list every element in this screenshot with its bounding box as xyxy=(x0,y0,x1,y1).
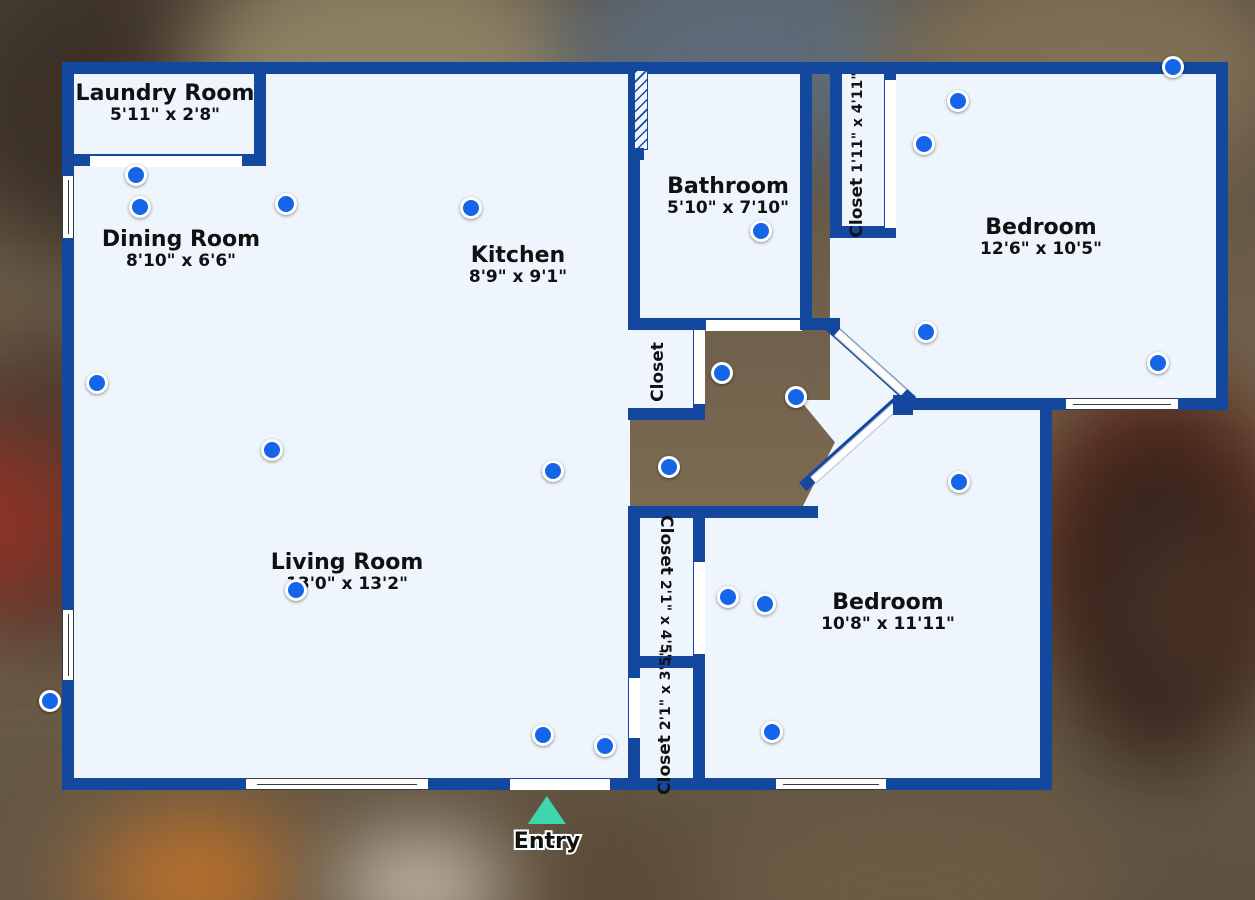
hotspot-dot[interactable] xyxy=(761,721,783,743)
wall-exterior-right-lower xyxy=(1040,410,1052,790)
wall-closet1-left xyxy=(830,72,842,238)
wall-closet3-bottom xyxy=(628,656,705,668)
hotspot-dot[interactable] xyxy=(532,724,554,746)
hotspot-dot[interactable] xyxy=(711,362,733,384)
door-opening-closet2[interactable] xyxy=(694,330,705,404)
wall-exterior-left xyxy=(62,62,74,790)
hotspot-dot[interactable] xyxy=(785,386,807,408)
hotspot-dot[interactable] xyxy=(261,439,283,461)
hotspot-dot[interactable] xyxy=(750,220,772,242)
wall-exterior-top-right xyxy=(640,62,1228,74)
wall-exterior-top-left xyxy=(62,62,640,74)
window-left-upper xyxy=(62,176,74,238)
hotspot-dot[interactable] xyxy=(915,321,937,343)
hotspot-dot[interactable] xyxy=(594,735,616,757)
wall-diagonal-joint xyxy=(893,395,913,415)
window-left-lower xyxy=(62,610,74,680)
window-bedroom1-bottom xyxy=(1066,398,1178,410)
wall-closet1-bottom xyxy=(830,226,896,238)
hotspot-dot[interactable] xyxy=(460,197,482,219)
hotspot-dot[interactable] xyxy=(658,456,680,478)
door-opening-closet1[interactable] xyxy=(885,80,896,228)
window-bottom-living xyxy=(246,778,428,790)
door-opening-closet4[interactable] xyxy=(629,678,640,738)
hotspot-dot[interactable] xyxy=(948,471,970,493)
hotspot-dot[interactable] xyxy=(913,133,935,155)
wall-bathroom-left-lower xyxy=(628,148,644,160)
room-fill-closet4 xyxy=(640,668,693,778)
hotspot-dot[interactable] xyxy=(542,460,564,482)
room-fill-closet2 xyxy=(630,322,705,420)
hotspot-dot[interactable] xyxy=(717,586,739,608)
wall-bedroom2-top xyxy=(628,506,818,518)
hotspot-dot[interactable] xyxy=(125,164,147,186)
hotspot-dot[interactable] xyxy=(754,593,776,615)
room-fill-main xyxy=(74,72,630,782)
door-opening-bathroom[interactable] xyxy=(706,320,802,331)
entry-triangle-icon xyxy=(528,796,566,824)
hotspot-dot[interactable] xyxy=(285,579,307,601)
hotspot-dot[interactable] xyxy=(129,196,151,218)
wall-laundry-right xyxy=(254,62,266,166)
hotspot-dot[interactable] xyxy=(86,372,108,394)
hotspot-dot[interactable] xyxy=(947,90,969,112)
room-fill-closet3 xyxy=(640,518,693,656)
door-opening-closet3[interactable] xyxy=(694,562,705,654)
wall-bathroom-right xyxy=(800,62,812,330)
hotspot-dot[interactable] xyxy=(275,193,297,215)
window-bottom-bedroom2 xyxy=(776,778,886,790)
wall-hatched-segment xyxy=(634,70,648,150)
door-opening-front[interactable] xyxy=(510,779,610,790)
wall-bedroom2-left xyxy=(628,506,640,790)
room-fill-bathroom xyxy=(630,72,812,322)
hotspot-dot[interactable] xyxy=(1147,352,1169,374)
hotspot-dot[interactable] xyxy=(39,690,61,712)
door-opening-laundry[interactable] xyxy=(90,156,242,167)
wall-closet2-bottom xyxy=(628,408,705,420)
hotspot-dot[interactable] xyxy=(1162,56,1184,78)
wall-exterior-right-upper xyxy=(1216,62,1228,410)
entry-label: Entry xyxy=(512,827,582,856)
wall-hall-right-stub xyxy=(896,398,1052,410)
entry-marker[interactable]: Entry xyxy=(512,796,582,856)
